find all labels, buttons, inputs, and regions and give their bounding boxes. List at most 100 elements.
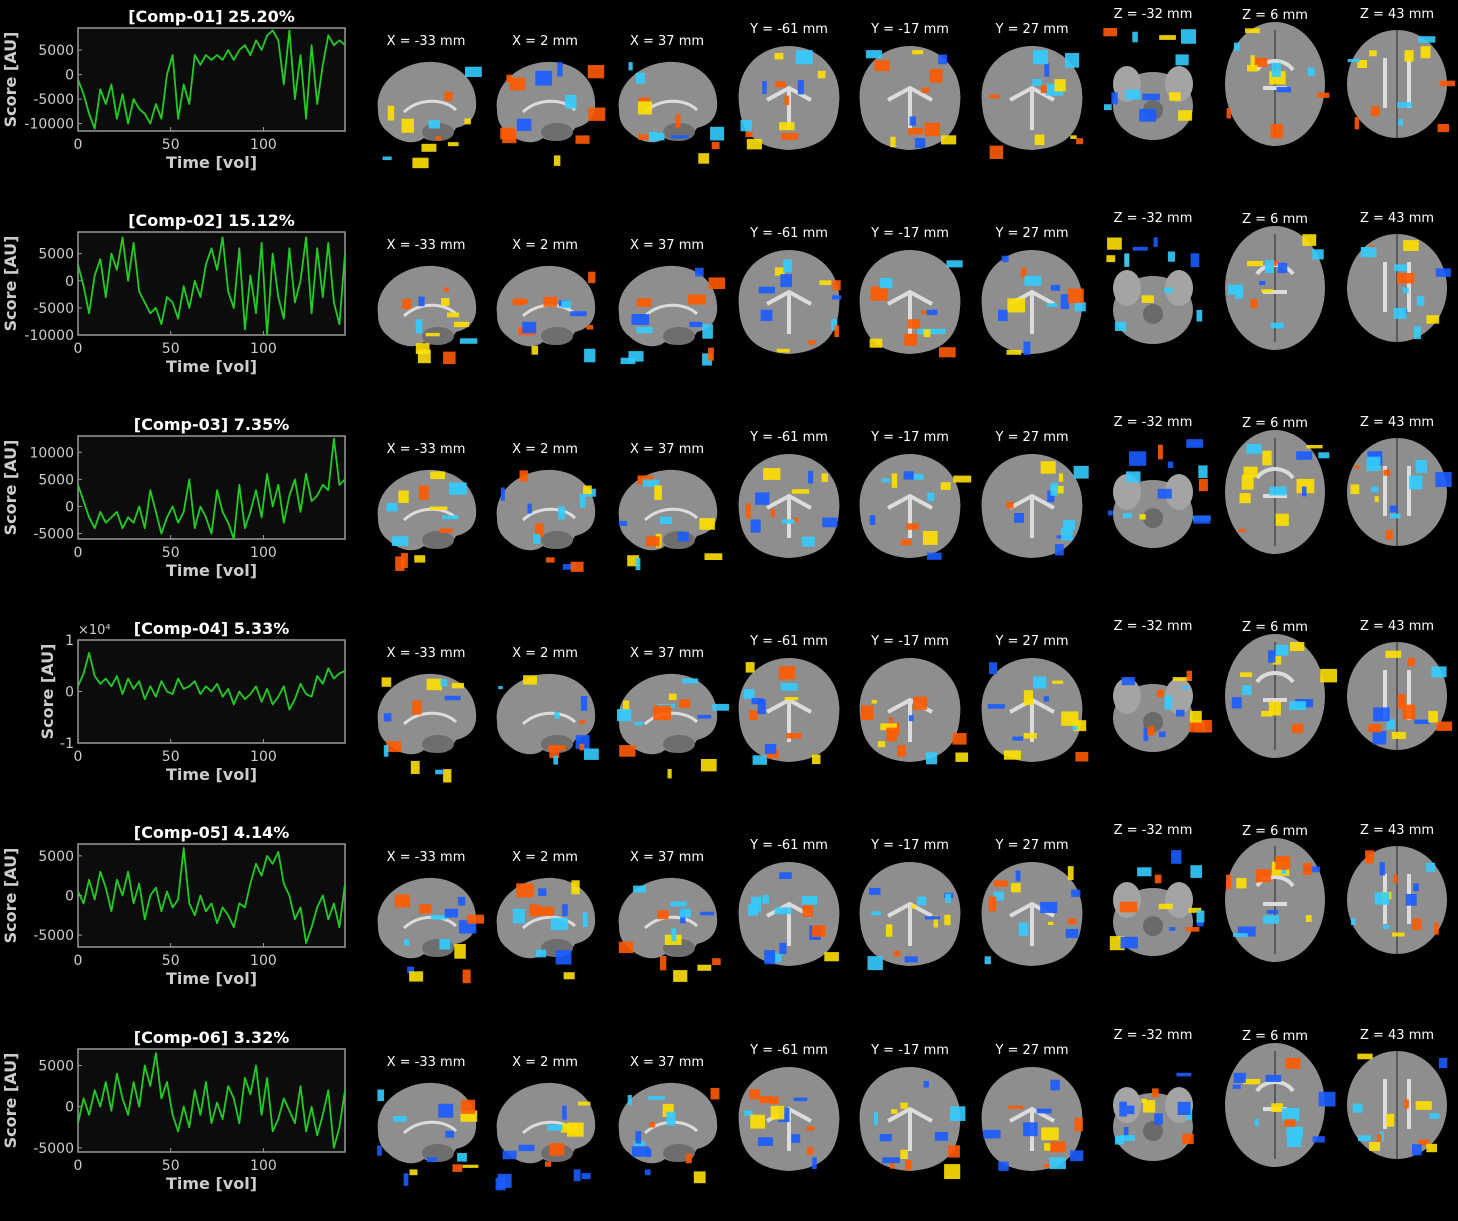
x-tick-label: 50 — [162, 137, 180, 153]
y-tick-label: -5000 — [33, 301, 74, 317]
brain-sagittal-left-icon — [377, 1082, 479, 1186]
timecourse-line — [78, 236, 345, 335]
y-tick-label: -5000 — [33, 928, 74, 944]
x-axis-label: Time [vol] — [166, 561, 257, 580]
slice-coordinate-label: Y = 27 mm — [995, 838, 1069, 853]
slice-coordinate-label: X = 37 mm — [629, 34, 705, 49]
brain-axial-high-icon — [1347, 438, 1452, 546]
brain-sagittal-right-icon — [618, 1082, 720, 1184]
y-tick-label: 5000 — [38, 247, 74, 263]
slice-coordinate-label: Y = -17 mm — [871, 838, 949, 853]
slice-coordinate-label: X = 2 mm — [512, 34, 578, 49]
slice-coordinate-label: Z = 6 mm — [1242, 416, 1308, 431]
y-tick-label: 0 — [65, 499, 74, 515]
x-tick-label: 0 — [74, 953, 83, 969]
slice-coordinate-label: X = -33 mm — [386, 442, 466, 457]
plot-title: [Comp-02] 15.12% — [128, 211, 295, 230]
brain-coronal-mid-icon — [859, 454, 972, 560]
y-axis-label: Score [AU] — [1, 1053, 20, 1149]
slice-coordinate-label: Z = 6 mm — [1242, 1029, 1308, 1044]
slice-coordinate-label: Y = -61 mm — [750, 634, 828, 649]
brain-axial-low-icon — [1103, 28, 1196, 140]
y-tick-label: 5000 — [38, 472, 74, 488]
brain-coronal-post-icon — [738, 658, 840, 765]
y-tick-label: 0 — [65, 68, 74, 84]
slice-coordinate-label: Z = -32 mm — [1113, 1028, 1193, 1043]
timecourse-line — [78, 1052, 345, 1149]
brain-axial-mid-icon — [1225, 430, 1330, 554]
brain-coronal-post-icon — [738, 250, 842, 354]
brain-coronal-mid-icon — [859, 46, 961, 150]
x-axis-label: Time [vol] — [166, 765, 257, 784]
slice-coordinate-label: Y = -61 mm — [750, 226, 828, 241]
y-tick-label: 0 — [65, 1100, 74, 1116]
x-tick-label: 100 — [250, 137, 277, 153]
brain-sagittal-left-icon — [377, 265, 478, 365]
brain-sagittal-mid-icon — [496, 877, 596, 980]
plot-title: [Comp-06] 3.32% — [134, 1028, 289, 1047]
brain-coronal-ant-icon — [981, 46, 1083, 159]
brain-sagittal-mid-icon — [496, 265, 596, 363]
slice-coordinate-label: Z = -32 mm — [1113, 211, 1193, 226]
slice-coordinate-label: X = -33 mm — [386, 1055, 466, 1070]
y-tick-label: -10000 — [24, 328, 74, 344]
brain-sagittal-right-icon — [618, 877, 721, 982]
brain-axial-high-icon — [1347, 846, 1447, 954]
slice-coordinate-label: Z = -32 mm — [1113, 823, 1193, 838]
x-tick-label: 50 — [162, 341, 180, 357]
brain-sagittal-right-icon — [617, 673, 729, 779]
plot-title: [Comp-03] 7.35% — [134, 415, 289, 434]
timecourse-line — [78, 652, 345, 711]
y-tick-label: 5000 — [38, 43, 74, 59]
brain-axial-low-icon — [1113, 670, 1212, 752]
slice-coordinate-label: X = -33 mm — [386, 238, 466, 253]
slice-coordinate-label: Y = -61 mm — [750, 22, 828, 37]
brain-coronal-post-icon — [738, 1067, 840, 1171]
slice-coordinate-label: X = 2 mm — [512, 1055, 578, 1070]
brain-coronal-mid-icon — [859, 862, 961, 971]
x-axis-label: Time [vol] — [166, 1174, 257, 1193]
x-tick-label: 0 — [74, 1158, 83, 1174]
y-tick-label: -10000 — [24, 117, 74, 133]
brain-sagittal-mid-icon — [495, 1082, 596, 1191]
slice-coordinate-label: X = 37 mm — [629, 442, 705, 457]
slice-coordinate-label: X = 37 mm — [629, 646, 705, 661]
slice-coordinate-label: Z = 43 mm — [1359, 823, 1435, 838]
y-tick-label: 0 — [65, 274, 74, 290]
slice-coordinate-label: X = -33 mm — [386, 646, 466, 661]
x-tick-label: 100 — [250, 545, 277, 561]
y-tick-label: -1 — [60, 736, 74, 752]
slice-coordinate-label: X = 2 mm — [512, 238, 578, 253]
y-tick-label: 1 — [65, 633, 74, 649]
brain-coronal-post-icon — [738, 862, 840, 966]
x-tick-label: 50 — [162, 749, 180, 765]
plot-axes-box — [77, 27, 346, 132]
slice-coordinate-label: Y = 27 mm — [995, 634, 1069, 649]
x-axis-label: Time [vol] — [166, 969, 257, 988]
brain-sagittal-right-icon — [618, 469, 723, 571]
brain-coronal-mid-icon — [859, 658, 969, 765]
brain-coronal-post-icon — [738, 454, 840, 558]
brain-axial-high-icon — [1347, 1051, 1448, 1159]
brain-axial-mid-icon — [1225, 226, 1325, 350]
x-tick-label: 0 — [74, 749, 83, 765]
brain-sagittal-left-icon — [377, 673, 477, 783]
brain-axial-mid-icon — [1225, 634, 1337, 758]
slice-coordinate-label: Y = -61 mm — [750, 430, 828, 445]
brain-sagittal-left-icon — [377, 61, 482, 169]
x-tick-label: 0 — [74, 545, 83, 561]
x-tick-label: 100 — [250, 341, 277, 357]
plot-title: [Comp-05] 4.14% — [134, 823, 289, 842]
brain-sagittal-mid-icon — [496, 469, 596, 572]
brain-axial-high-icon — [1347, 234, 1451, 342]
axis-exponent-label: ×10⁴ — [78, 623, 111, 638]
brain-axial-high-icon — [1347, 642, 1453, 750]
y-tick-label: 5000 — [38, 1058, 74, 1074]
